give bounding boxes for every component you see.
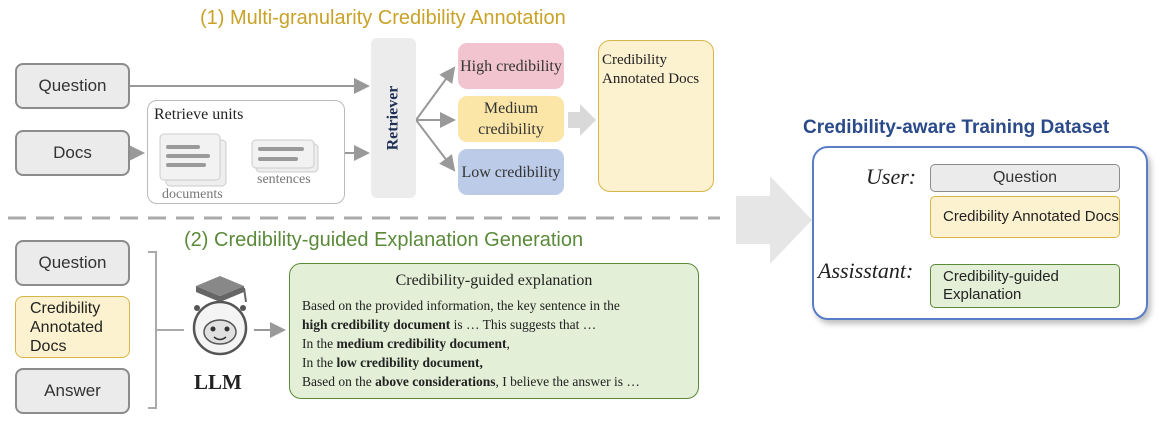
high-credibility-box: High credibility xyxy=(458,43,564,89)
above-considerations-text: above considerations xyxy=(375,374,496,389)
question-box-2: Question xyxy=(15,240,130,286)
documents-icon xyxy=(159,133,227,187)
high-credibility-document-text: high credibility document xyxy=(302,317,451,332)
sentences-label: sentences xyxy=(257,172,311,187)
retrieve-units-label: Retrieve units xyxy=(154,106,244,123)
section1-title: (1) Multi-granularity Credibility Annota… xyxy=(200,7,566,29)
explanation-body: Based on the provided information, the k… xyxy=(302,296,686,391)
annotated-docs-box-2: Credibility Annotated Docs xyxy=(15,296,130,358)
robot-llm-icon xyxy=(192,276,248,356)
line5-pre: Based on the xyxy=(302,374,376,389)
annotated-docs-container xyxy=(598,40,714,192)
medium-credibility-document-text: medium credibility document xyxy=(336,336,507,351)
line4-pre: In the xyxy=(302,355,337,370)
low-credibility-document-text: low credibility document, xyxy=(336,355,483,370)
assistant-label: Assisstant: xyxy=(818,258,914,283)
line3-pre: In the xyxy=(302,336,337,351)
arrow-retriever-low xyxy=(415,119,456,172)
retrieve-units-container xyxy=(147,100,345,204)
low-credibility-box: Low credibility xyxy=(458,149,564,195)
question-box: Question xyxy=(15,63,130,109)
dataset-annotated-docs-box: Credibility Annotated Docs xyxy=(930,196,1120,238)
line3-post: , xyxy=(506,336,510,351)
explanation-line-2: high credibility document is … This sugg… xyxy=(302,315,686,334)
sentences-icon xyxy=(251,139,319,173)
explanation-line-4: In the low credibility document, xyxy=(302,353,686,372)
explanation-box: Credibility-guided explanation Based on … xyxy=(289,263,699,399)
explanation-line-1: Based on the provided information, the k… xyxy=(302,298,620,313)
dataset-explanation-box: Credibility-guided Explanation xyxy=(930,264,1120,308)
line2-rest: is … This suggests that … xyxy=(450,317,597,332)
explanation-title: Credibility-guided explanation xyxy=(395,272,593,289)
retriever-label: Retriever xyxy=(384,85,402,151)
line5-post: , I believe the answer is … xyxy=(495,374,640,389)
explanation-line-3: In the medium credibility document, xyxy=(302,334,686,353)
arrow-retriever-high xyxy=(415,66,456,121)
answer-box: Answer xyxy=(15,368,130,414)
dataset-title: Credibility-aware Training Dataset xyxy=(803,117,1110,138)
explanation-line-5: Based on the above considerations, I bel… xyxy=(302,372,686,391)
block-arrow-dataset xyxy=(736,176,812,264)
documents-label: documents xyxy=(162,187,223,202)
retriever-block: Retriever xyxy=(371,38,416,198)
dataset-question-box: Question xyxy=(930,164,1120,192)
docs-box: Docs xyxy=(15,130,130,176)
section2-title: (2) Credibility-guided Explanation Gener… xyxy=(184,229,584,251)
input-bracket xyxy=(148,251,157,409)
llm-label: LLM xyxy=(194,370,242,394)
block-arrow-annotated xyxy=(568,104,596,136)
annotated-docs-label: Credibility Annotated Docs xyxy=(602,52,700,87)
user-label: User: xyxy=(866,164,917,189)
medium-credibility-box: Medium credibility xyxy=(458,96,564,142)
